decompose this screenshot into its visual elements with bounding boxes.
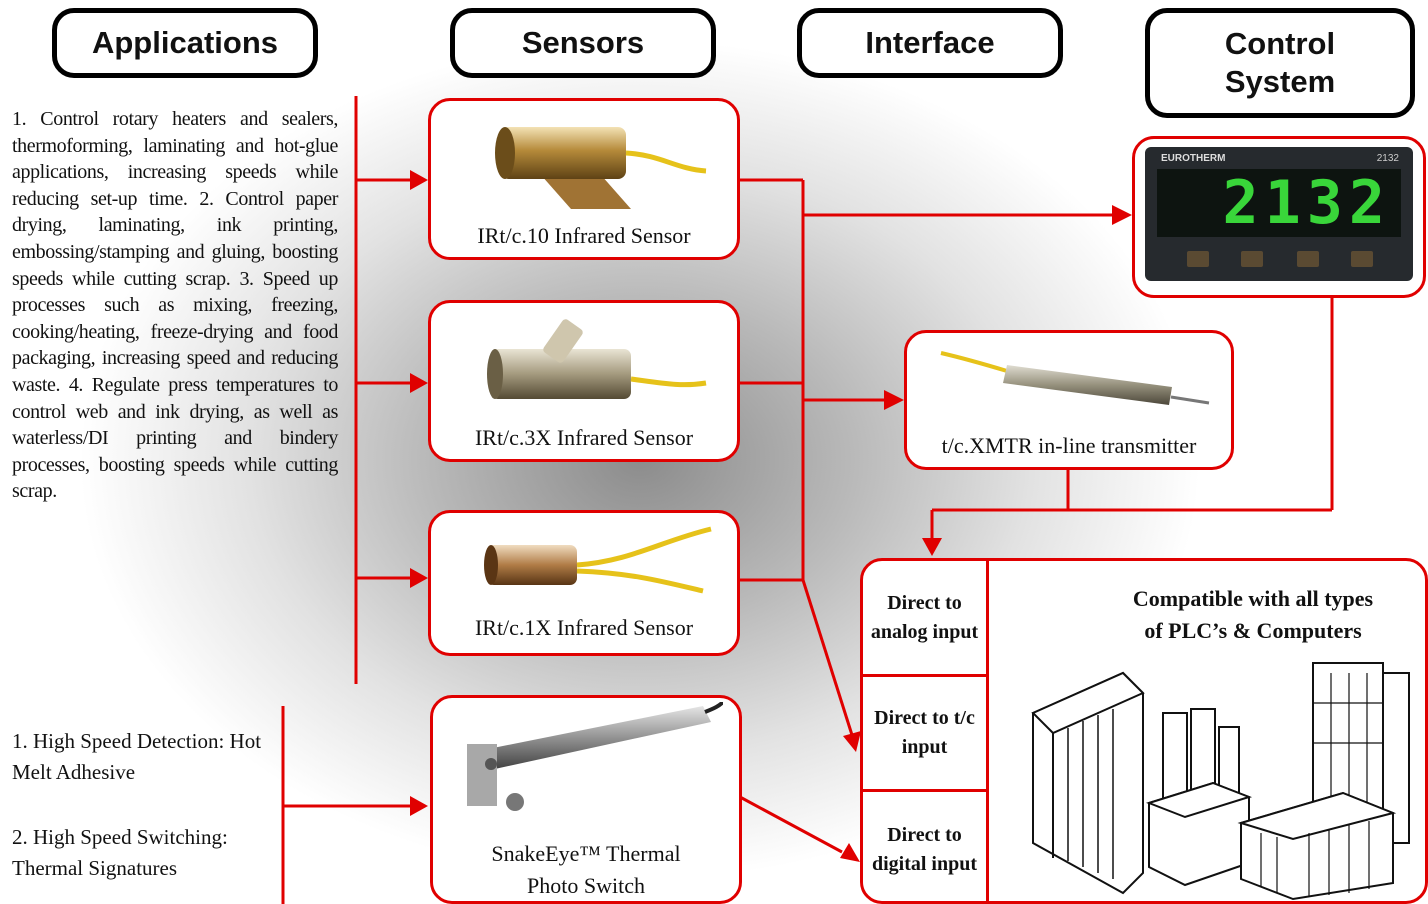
controller-card: EUROTHERM 2132 2132 [1132, 136, 1426, 298]
controller-brand: EUROTHERM [1161, 153, 1226, 164]
plc-computers-image [1031, 662, 1410, 901]
sensor-caption: IRt/c.10 Infrared Sensor [477, 223, 691, 248]
controller-model: 2132 [1376, 153, 1399, 164]
header-interface: Interface [797, 8, 1063, 78]
controller-button-scroll[interactable] [1241, 251, 1263, 267]
plc-box: Direct to analog input Direct to t/c inp… [860, 558, 1428, 904]
input-thermocouple: Direct to t/c input [863, 677, 989, 789]
applications-list-1: 1. Control rotary heaters and sealers, t… [12, 108, 338, 503]
snakeeye-switch-image [467, 702, 723, 811]
controller-button-down[interactable] [1297, 251, 1319, 267]
input-digital: Direct to digital input [863, 792, 989, 901]
sensor-caption: IRt/c.3X Infrared Sensor [474, 425, 694, 450]
input-divider [863, 789, 989, 792]
controller-display: 2132 [1157, 169, 1401, 237]
irtc3x-sensor-image [487, 319, 707, 399]
transmitter-card: t/c.XMTR in-line transmitter [904, 330, 1234, 470]
input-divider [863, 674, 989, 677]
header-applications: Applications [52, 8, 318, 78]
controller-button-page[interactable] [1187, 251, 1209, 267]
transmitter-caption: t/c.XMTR in-line transmitter [941, 433, 1197, 458]
irtc10-sensor-image [495, 127, 707, 209]
transmitter-image [940, 351, 1210, 405]
controller-button-up[interactable] [1351, 251, 1373, 267]
sensor-card-irtc1x: IRt/c.1X Infrared Sensor [428, 510, 740, 656]
sensor-caption: IRt/c.1X Infrared Sensor [474, 615, 694, 640]
application-item-high-speed-detection: 1. High Speed Detection: Hot Melt Adhesi… [12, 729, 262, 784]
eurotherm-controller: EUROTHERM 2132 2132 [1145, 147, 1413, 281]
sensor-card-irtc10: IRt/c.10 Infrared Sensor [428, 98, 740, 260]
irtc1x-sensor-image [484, 526, 712, 594]
header-sensors: Sensors [450, 8, 716, 78]
sensor-card-irtc3x: IRt/c.3X Infrared Sensor [428, 300, 740, 462]
input-analog: Direct to analog input [863, 561, 989, 674]
header-control-system: Control System [1145, 8, 1415, 118]
application-item-high-speed-switching: 2. High Speed Switching: Thermal Signatu… [12, 825, 228, 880]
